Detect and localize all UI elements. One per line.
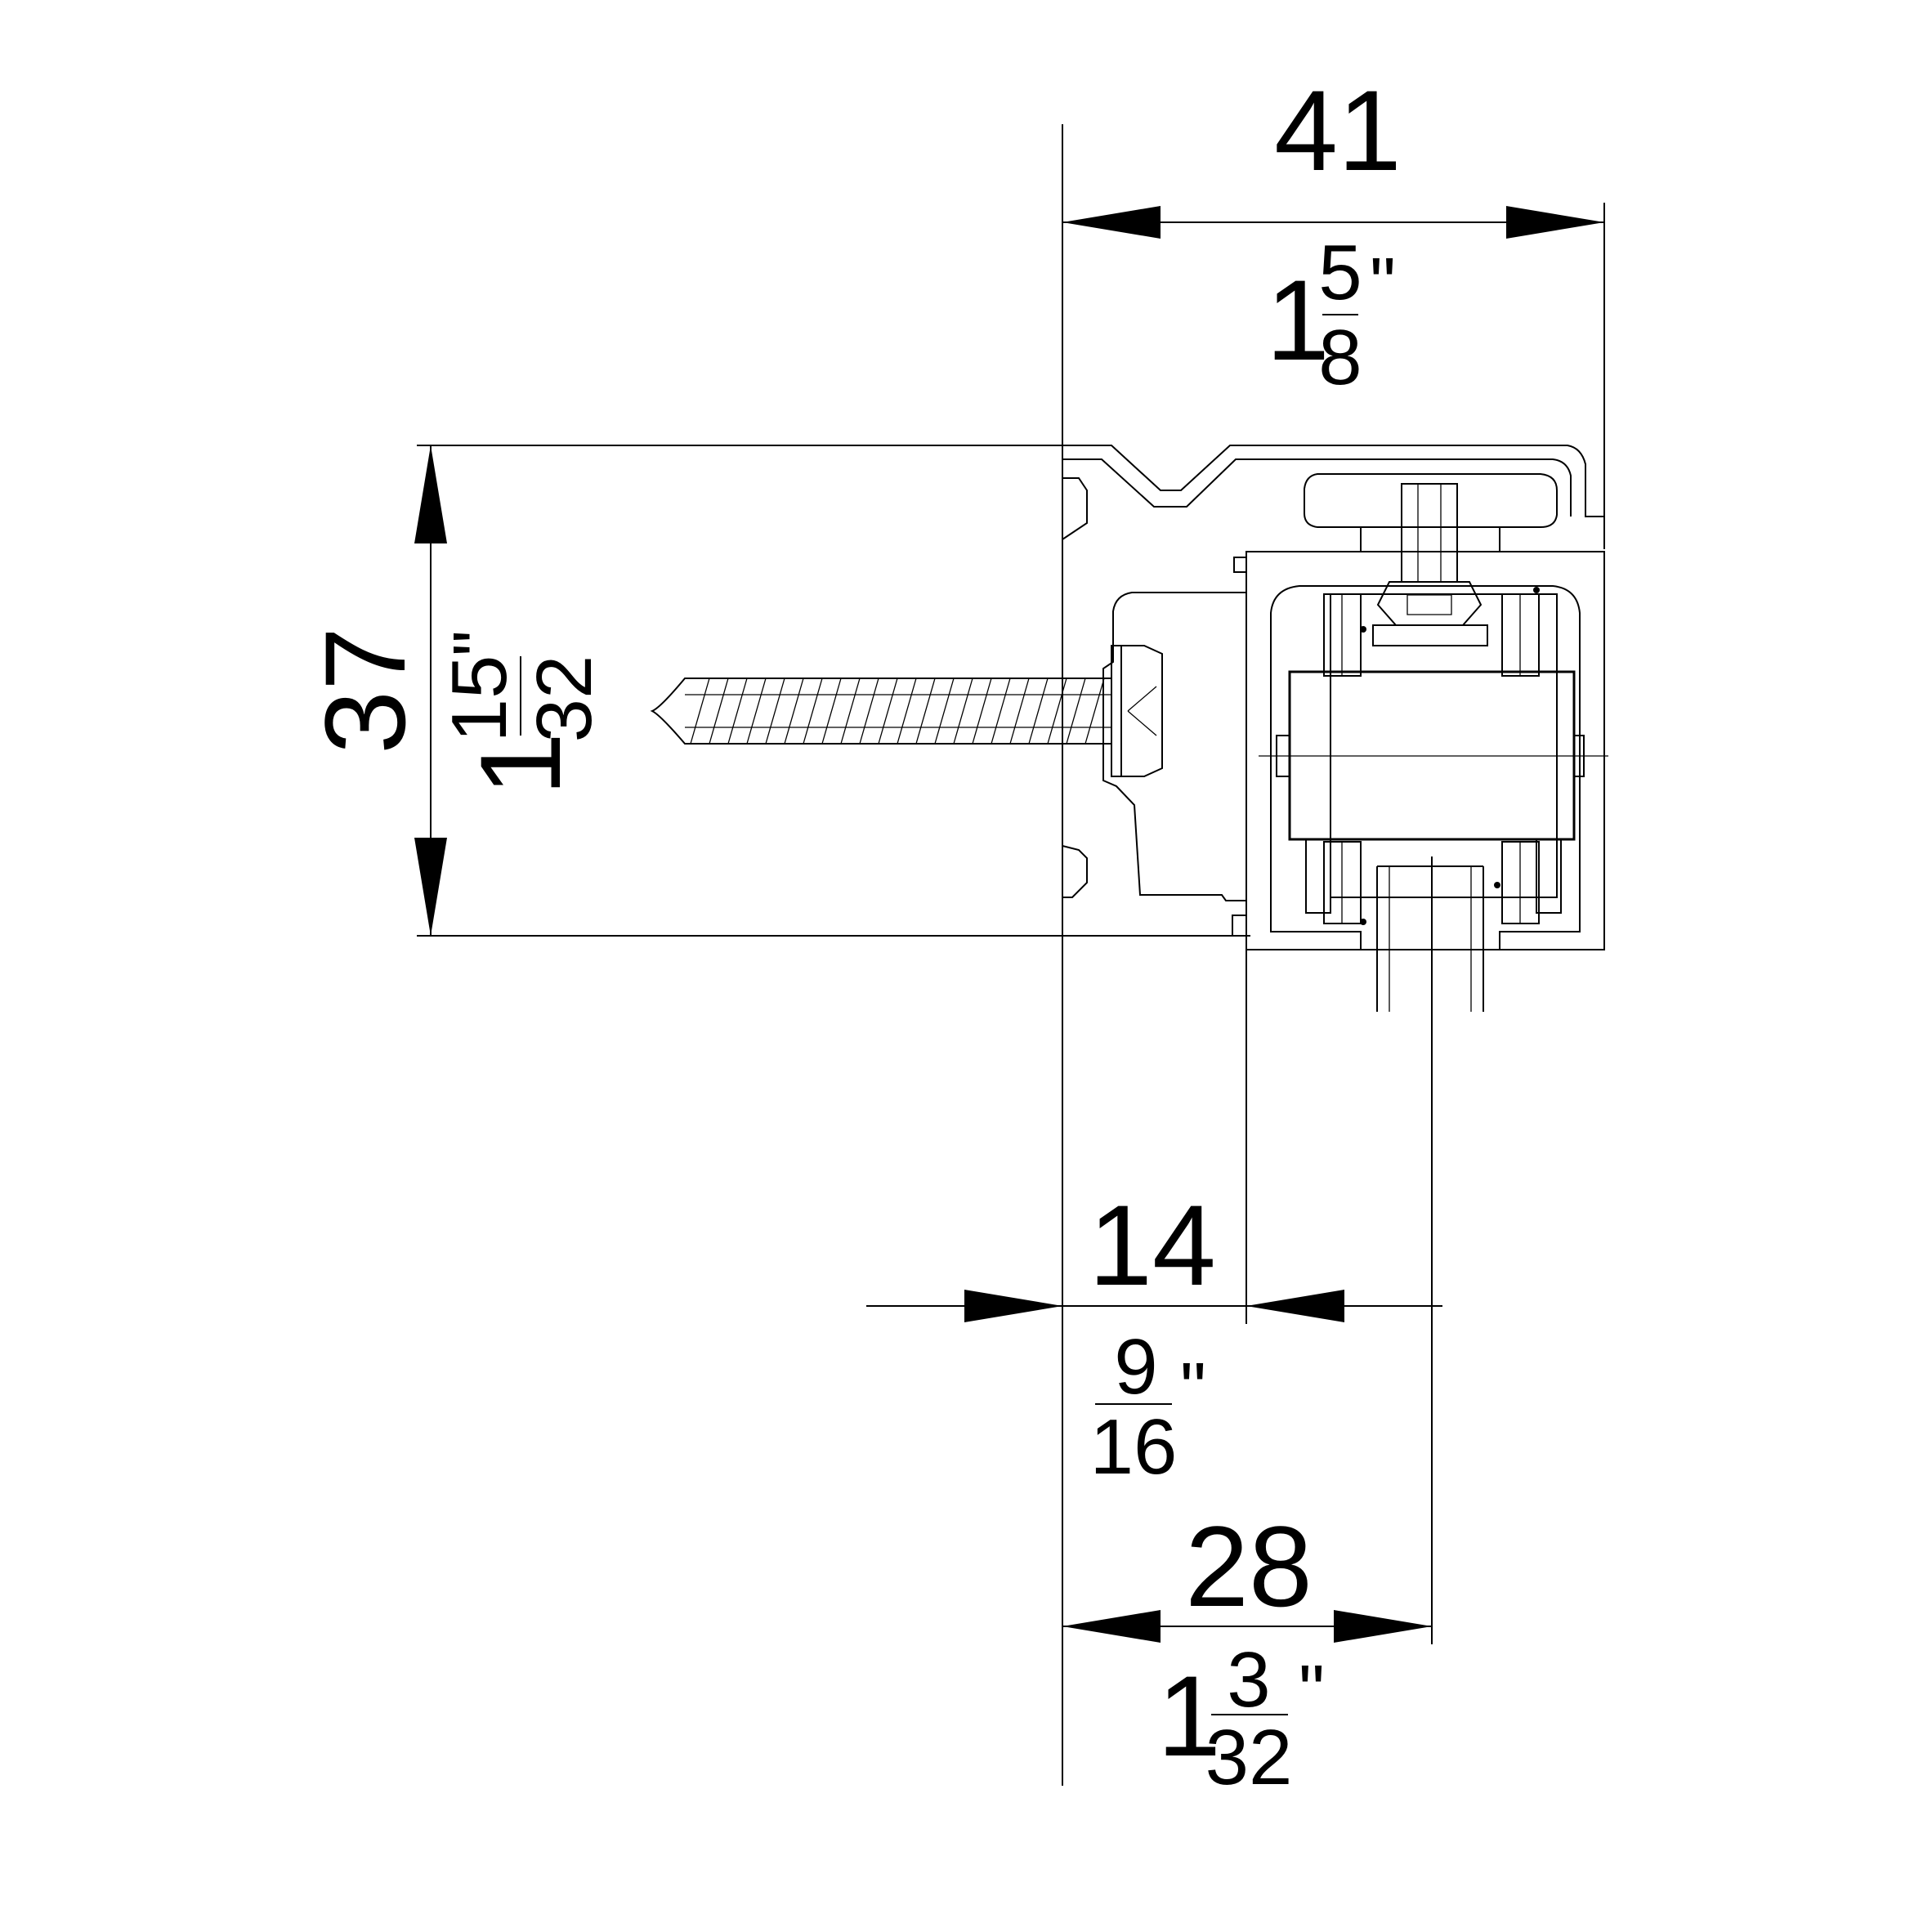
profile-bottom-flange (1232, 915, 1246, 936)
dimension-41-metric: 41 (1274, 66, 1402, 195)
bolt-shaft (1401, 483, 1458, 583)
hanger-plate (1376, 865, 1484, 1012)
axle-cap-left (1276, 735, 1290, 777)
housing-outer (1246, 551, 1605, 950)
extension-lines (417, 124, 1605, 1786)
bolt-nut (1376, 581, 1483, 626)
arrowhead-right (964, 1290, 1062, 1322)
dimension-37-imperial-whole: 1 (456, 732, 584, 796)
arrowhead-left (1062, 1610, 1161, 1643)
dimension-14-metric: 14 (1089, 1181, 1216, 1309)
dimension-28-imperial-numerator: 3 (1227, 1636, 1270, 1724)
knob-wing (1304, 473, 1558, 528)
screw-head (1111, 645, 1163, 777)
arrowhead-up (414, 445, 447, 543)
axle-cap-right (1573, 735, 1585, 777)
profile-screw-channel (1102, 592, 1246, 901)
adjustment-knob (1304, 473, 1558, 626)
trolley-body (1259, 593, 1608, 924)
dimension-28-imperial-whole: 1 (1157, 1652, 1221, 1780)
profile-left-web-upper (1062, 477, 1088, 540)
profile-top-flange (1062, 458, 1572, 517)
trolley-housing (1246, 551, 1605, 950)
arrowhead-left (1062, 206, 1161, 239)
screw-threads (690, 678, 1105, 745)
dimension-28-metric: 28 (1185, 1502, 1313, 1630)
dimension-41-imperial-whole: 1 (1266, 256, 1330, 384)
dimension-37-imperial-denominator: 32 (521, 655, 608, 743)
wheel-flange-right (1536, 839, 1562, 914)
track-profile (1062, 445, 1605, 936)
dimension-offset-bottom: 14 9 16 " (964, 1181, 1442, 1491)
dimension-37-imperial-numerator: 15 (436, 655, 523, 743)
arrowhead-right (1506, 206, 1604, 239)
dimension-37-metric: 37 (301, 627, 429, 754)
arrowhead-down (414, 838, 447, 936)
rivet-dots (1360, 587, 1540, 925)
arrowhead-right (1334, 1610, 1432, 1643)
profile-outer-contour (1062, 445, 1605, 549)
knob-hub (1360, 526, 1500, 552)
profile-inner-return (1233, 557, 1246, 573)
inch-mark: " (439, 630, 521, 656)
dimension-41-imperial-numerator: 5 (1318, 229, 1362, 316)
wheel-flange-left (1305, 839, 1331, 914)
arrowhead-left (1246, 1290, 1344, 1322)
dimension-14-imperial-numerator: 9 (1114, 1323, 1157, 1411)
dimension-center-bottom: 28 1 3 32 " (1062, 1502, 1432, 1801)
inch-mark: " (1299, 1651, 1325, 1733)
trolley-frame (1330, 593, 1558, 898)
dimension-14-imperial-denominator: 16 (1090, 1403, 1178, 1491)
dimension-width-top: 41 1 5 8 " (1062, 66, 1604, 401)
wall-screw (650, 645, 1163, 777)
dimension-height-left: 37 1 15 32 " (301, 445, 608, 936)
inch-mark: " (1370, 244, 1396, 325)
housing-inner (1270, 585, 1581, 950)
dimension-28-imperial-denominator: 32 (1205, 1714, 1293, 1801)
dimension-41-imperial-denominator: 8 (1318, 314, 1362, 401)
inch-mark: " (1180, 1348, 1206, 1430)
profile-left-web-lower (1062, 845, 1088, 898)
screw-shank (650, 678, 1111, 745)
trolley-axle-top (1372, 624, 1488, 646)
